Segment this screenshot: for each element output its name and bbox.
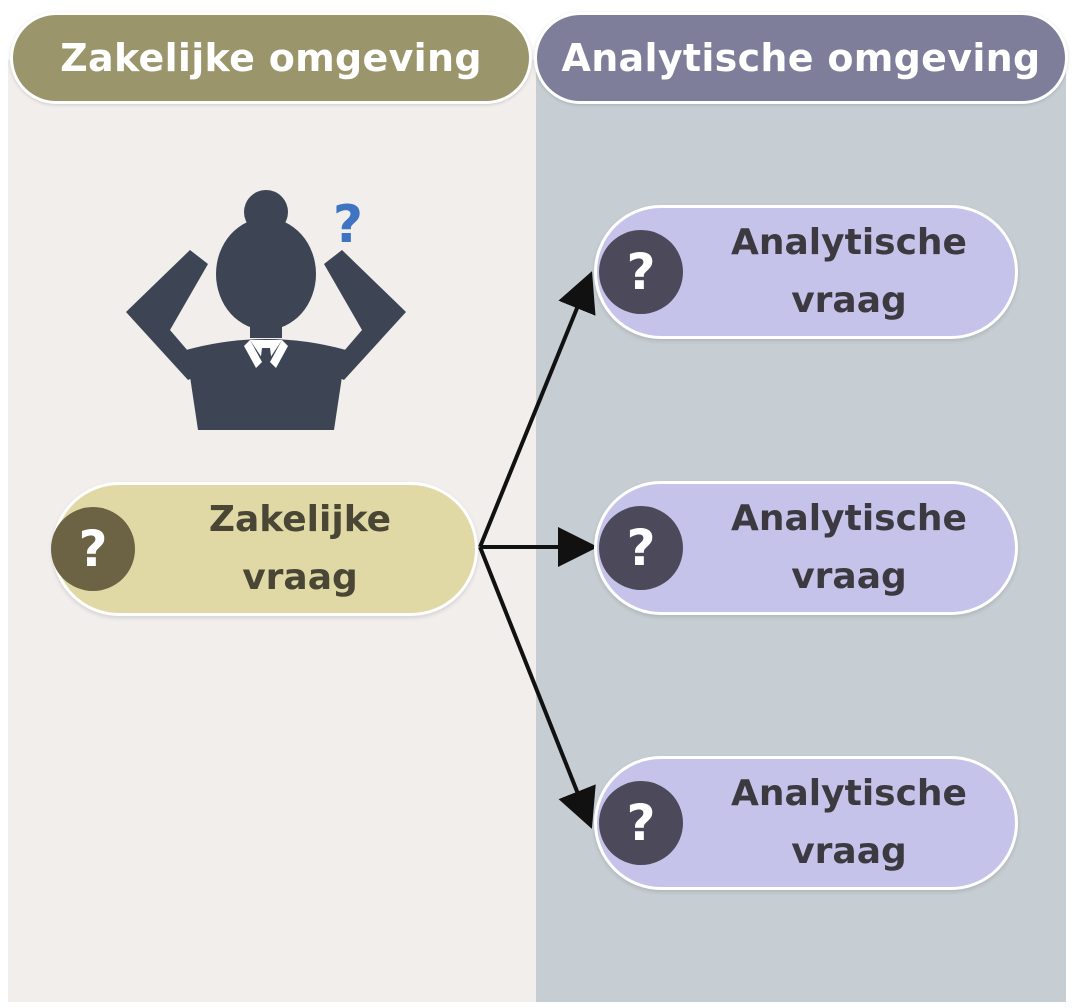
analytic-question-label-1: Analytische vraag bbox=[731, 222, 967, 321]
confused-businessperson-icon: ? bbox=[126, 190, 406, 430]
business-environment-header: Zakelijke omgeving bbox=[10, 12, 532, 104]
analytic-question-label-2: Analytische vraag bbox=[731, 498, 967, 597]
figure-question-mark: ? bbox=[333, 195, 363, 255]
arrow-to-analytic-question-1 bbox=[478, 271, 596, 548]
question-mark-icon: ? bbox=[51, 507, 135, 591]
business-question-node: ? Zakelijke vraag bbox=[51, 482, 478, 616]
analytic-question-node-3: ? Analytische vraag bbox=[594, 756, 1018, 890]
arrow-to-analytic-question-3 bbox=[478, 546, 596, 829]
analytic-question-label-3: Analytische vraag bbox=[731, 773, 967, 872]
analytic-environment-header: Analytische omgeving bbox=[534, 12, 1068, 104]
analytic-question-node-1: ? Analytische vraag bbox=[594, 205, 1018, 339]
analytic-question-node-2: ? Analytische vraag bbox=[594, 481, 1018, 615]
business-question-label: Zakelijke vraag bbox=[208, 499, 392, 598]
question-mark-icon: ? bbox=[599, 230, 683, 314]
question-mark-icon: ? bbox=[599, 781, 683, 865]
question-mark-icon: ? bbox=[599, 506, 683, 590]
